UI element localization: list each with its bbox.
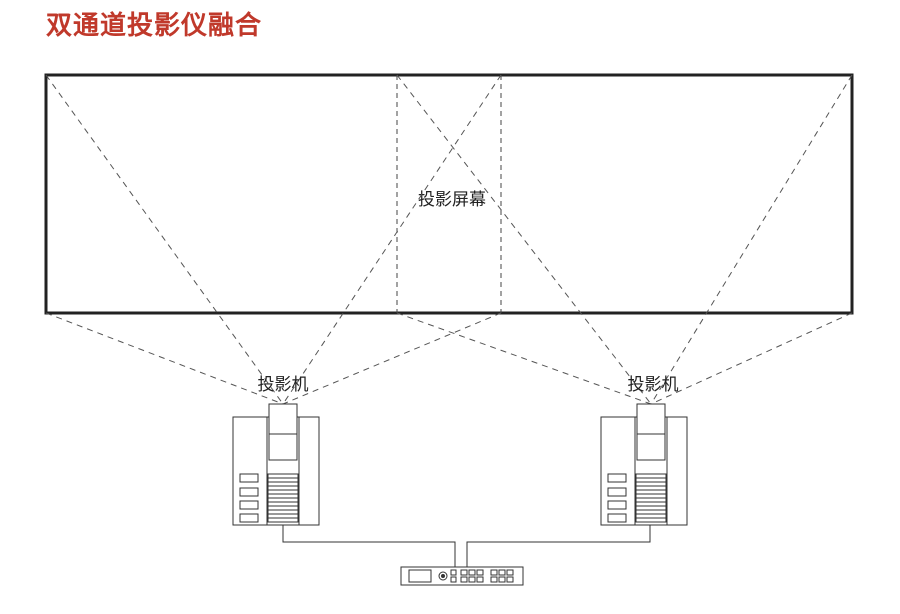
right-projector-beam <box>396 74 853 405</box>
left-projector-icon <box>232 403 320 526</box>
left-projector-beam <box>45 74 502 405</box>
fusion-processor-icon <box>400 566 524 586</box>
screen-frame <box>44 73 854 315</box>
right-projector-label: 投影机 <box>628 375 679 395</box>
left-projector-label: 投影机 <box>258 375 309 395</box>
projection-screen: 投影屏幕 <box>44 73 854 315</box>
right-projector-icon <box>600 403 688 526</box>
connection-cables <box>282 525 651 567</box>
screen-label: 投影屏幕 <box>418 190 486 210</box>
page-title: 双通道投影仪融合 <box>46 11 263 41</box>
